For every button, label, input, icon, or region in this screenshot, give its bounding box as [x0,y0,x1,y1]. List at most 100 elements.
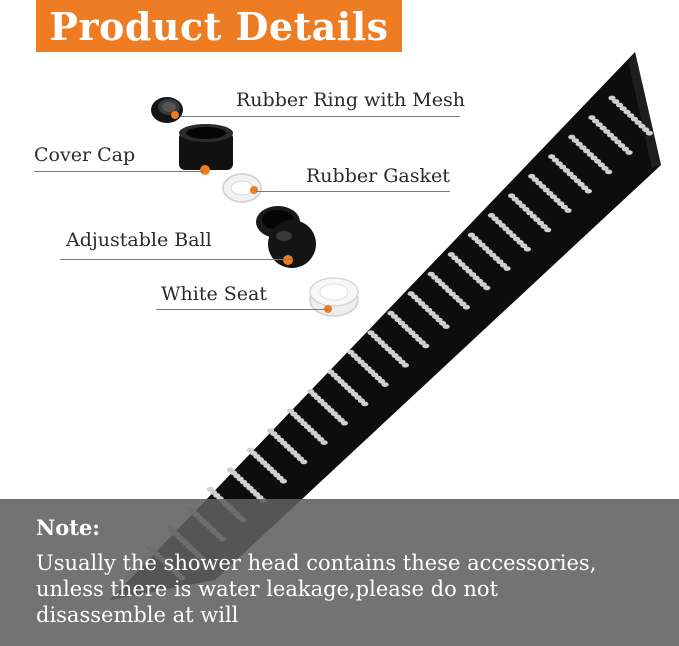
nozzle [539,184,547,189]
cover-cap-icon [179,124,233,175]
nozzle [606,132,615,138]
white-seat-icon [309,277,359,317]
label-adjustable-ball: Adjustable Ball [66,229,212,251]
nozzle [487,213,496,218]
nozzle [513,236,521,242]
nozzle [619,106,627,111]
nozzle [594,159,602,164]
nozzle [634,120,642,125]
nozzle [531,177,539,183]
nozzle [451,255,459,261]
nozzle [522,207,530,212]
nozzle [562,168,571,173]
leader-line-rubber-ring [180,116,460,117]
nozzle [478,242,486,248]
nozzle [610,136,618,141]
nozzle [588,115,596,120]
nozzle [485,249,493,255]
nozzle [614,139,622,145]
rubber-gasket-icon [222,173,262,203]
page-title: Product Details [49,3,389,49]
nozzle [597,162,606,168]
nozzle [540,224,548,229]
nozzle [508,193,516,199]
nozzle [503,266,511,271]
leader-line-white-seat [156,309,328,310]
nozzle [621,146,630,152]
nozzle [482,246,490,251]
nozzle [595,122,603,127]
nozzle [627,113,635,118]
shower-head-plate [110,52,661,600]
nozzle [458,262,466,267]
note-line-2: unless there is water leakage,please do … [36,577,499,601]
nozzle [612,99,620,104]
nozzle [608,95,616,101]
nozzle [584,188,593,194]
nozzle [605,169,613,175]
nozzle [523,246,532,252]
nozzle [528,173,536,179]
nozzle [499,262,508,268]
adjustable-ball-icon [256,206,316,268]
nozzle [505,229,513,235]
nozzle [526,210,534,216]
nozzle [542,187,550,193]
nozzle [623,109,631,115]
nozzle [381,382,389,387]
label-rubber-gasket: Rubber Gasket [306,165,450,187]
nozzle [548,154,556,160]
nozzle [618,143,626,148]
label-white-seat: White Seat [161,283,267,305]
nozzle [571,138,580,144]
nozzle [511,196,519,202]
nozzle [615,102,624,108]
title-banner: Product Details [36,0,402,52]
nozzle [551,157,560,163]
nozzle [515,200,523,206]
nozzle [469,272,477,277]
nozzle [568,134,576,140]
nozzle [361,401,369,407]
nozzle [599,125,607,131]
nozzle [520,243,528,249]
nozzle [603,129,611,135]
nozzle [590,155,598,161]
nozzle [474,239,483,245]
nozzle [320,440,328,445]
nozzle [340,420,348,426]
nozzle [630,116,639,122]
nozzle [441,284,449,290]
nozzle [529,213,537,219]
nozzle [491,216,499,222]
label-cover-cap: Cover Cap [34,144,136,166]
nozzle [401,362,409,368]
nozzle [583,148,591,154]
rubber-ring-mesh-icon [151,97,183,123]
nozzle [462,304,470,310]
nozzle [553,197,561,203]
nozzle [496,259,504,265]
nozzle [544,227,552,233]
nozzle [566,171,574,177]
note-title: Note: [36,515,101,540]
nozzle [575,141,583,147]
nozzle [559,164,567,170]
nozzle [502,226,510,232]
nozzle [581,185,589,191]
nozzle [638,123,646,129]
leader-line-cover-cap [34,171,204,172]
nozzle [300,459,308,465]
nozzle [586,152,594,157]
nozzle [495,219,503,225]
nozzle [518,203,527,209]
note-panel [0,499,679,646]
nozzle [472,275,480,281]
nozzle [560,204,569,210]
nozzle [642,127,650,133]
nozzle [516,240,524,245]
nozzle [535,180,543,186]
nozzle [442,324,450,329]
nozzle [549,194,558,200]
